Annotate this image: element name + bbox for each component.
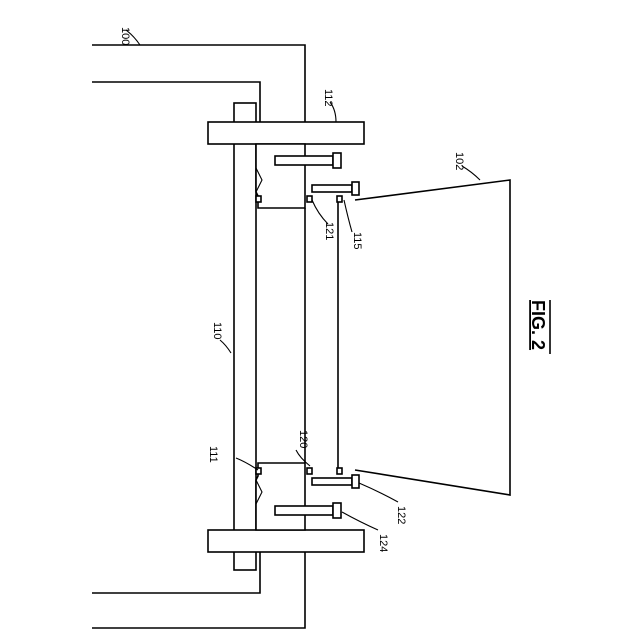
figure-caption: FIG. 2 — [528, 300, 548, 350]
label-122: 122 — [395, 506, 407, 524]
lower-bolt-outer — [312, 475, 359, 488]
label-110: 110 — [211, 322, 223, 340]
upper-block — [256, 144, 305, 208]
flange-top — [208, 122, 364, 144]
label-120: 120 — [297, 430, 309, 448]
flange-bottom — [208, 530, 364, 552]
label-102: 102 — [453, 152, 465, 170]
upper-bolt-inner — [275, 153, 341, 168]
label-115: 115 — [351, 232, 363, 250]
shaft — [234, 103, 256, 570]
nozzle — [355, 180, 510, 495]
lower-block — [256, 463, 305, 530]
lower-bolt-inner — [275, 503, 341, 518]
label-111: 111 — [207, 446, 219, 463]
label-121: 121 — [323, 222, 335, 240]
label-112: 112 — [322, 89, 334, 107]
upper-bolt-outer — [312, 182, 359, 195]
label-100: 100 — [119, 27, 131, 45]
label-124: 124 — [377, 534, 389, 552]
